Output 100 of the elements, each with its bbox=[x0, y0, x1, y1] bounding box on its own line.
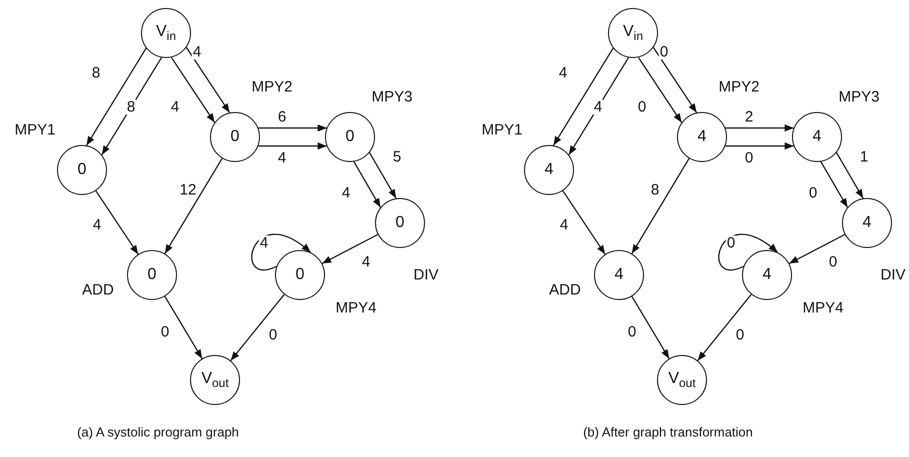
arrow bbox=[718, 234, 778, 270]
node-circle bbox=[677, 112, 727, 162]
arrow bbox=[631, 296, 670, 359]
edge-label: 4 bbox=[170, 100, 180, 114]
node-name: DIV bbox=[414, 266, 438, 284]
node-value: 4 bbox=[812, 129, 822, 145]
arrow bbox=[568, 57, 630, 156]
arrow bbox=[258, 142, 327, 150]
edge-label: 8 bbox=[90, 66, 102, 80]
node-circle bbox=[742, 250, 792, 300]
node-circle bbox=[127, 250, 177, 300]
node-circle bbox=[842, 198, 892, 248]
node-value: 4 bbox=[762, 267, 772, 283]
edge-label: 5 bbox=[392, 150, 402, 164]
figure-caption: (b) After graph transformation bbox=[583, 424, 753, 440]
node-circle bbox=[141, 8, 191, 58]
node-value: 4 bbox=[544, 162, 554, 178]
node-value: V$_{out}$ bbox=[668, 371, 696, 389]
edge-label: 4 bbox=[592, 100, 604, 114]
node-name: MPY4 bbox=[802, 300, 844, 316]
node-value: V$_{in}$ bbox=[622, 24, 643, 42]
node-circle bbox=[375, 198, 425, 248]
node-circle bbox=[275, 250, 325, 300]
node-name: MPY3 bbox=[372, 88, 412, 106]
edge-label: 2 bbox=[744, 110, 754, 124]
edge-label: 0 bbox=[726, 236, 736, 250]
edge-label: 4 bbox=[558, 218, 570, 232]
node-circle bbox=[792, 112, 842, 162]
node-value: V$_{out}$ bbox=[201, 371, 229, 389]
edge-label: 8 bbox=[126, 100, 136, 114]
edge-label: 0 bbox=[636, 100, 648, 114]
edge-label: 12 bbox=[178, 182, 198, 198]
figure-caption: (a) A systolic program graph bbox=[77, 424, 239, 440]
edge-label: 0 bbox=[744, 150, 754, 166]
node-value: 4 bbox=[698, 129, 706, 145]
edge-label: 4 bbox=[276, 150, 288, 166]
edge-label: 4 bbox=[360, 254, 372, 270]
arrow bbox=[697, 294, 752, 361]
node-value: 0 bbox=[346, 129, 354, 145]
edge-label: 4 bbox=[258, 236, 270, 250]
arrow bbox=[322, 234, 378, 264]
edge-label: 8 bbox=[650, 182, 660, 198]
node-circle bbox=[190, 355, 240, 405]
arrow bbox=[251, 234, 311, 270]
node-value: 0 bbox=[296, 267, 304, 283]
arrow bbox=[186, 47, 230, 113]
edge-label: 4 bbox=[558, 66, 568, 80]
arrow bbox=[95, 190, 139, 255]
arrow bbox=[258, 124, 327, 132]
node-value: 0 bbox=[148, 267, 156, 283]
arrow bbox=[353, 161, 382, 208]
arrow bbox=[101, 57, 162, 156]
arrow bbox=[230, 294, 285, 361]
arrow bbox=[652, 47, 698, 113]
arrow bbox=[164, 158, 223, 254]
node-circle bbox=[524, 145, 574, 195]
edge-label: 6 bbox=[276, 110, 288, 124]
arrow bbox=[552, 48, 614, 146]
arrow bbox=[562, 190, 606, 255]
arrow bbox=[725, 124, 794, 132]
node-name: ADD bbox=[82, 282, 114, 298]
edge-label: 0 bbox=[160, 324, 170, 340]
node-circle bbox=[57, 145, 107, 195]
edge-label: 0 bbox=[626, 324, 638, 340]
edge-label: 1 bbox=[858, 150, 870, 164]
node-name: MPY3 bbox=[838, 88, 880, 106]
arrow bbox=[836, 152, 864, 199]
edge-label: 4 bbox=[192, 44, 202, 60]
node-value: 4 bbox=[862, 215, 872, 231]
node-name: MPY1 bbox=[14, 122, 56, 138]
node-circle bbox=[210, 112, 260, 162]
edge-label: 0 bbox=[808, 186, 818, 200]
edge-label: 0 bbox=[658, 44, 670, 60]
arrow bbox=[164, 296, 203, 359]
edge-label: 0 bbox=[268, 328, 278, 342]
arrow bbox=[368, 152, 397, 199]
arrow bbox=[170, 57, 216, 123]
arrow bbox=[631, 158, 690, 254]
node-name: MPY2 bbox=[718, 78, 760, 96]
edge-label: 0 bbox=[734, 328, 746, 342]
node-circle bbox=[594, 250, 644, 300]
node-circle bbox=[657, 355, 707, 405]
edge-label: 4 bbox=[340, 186, 352, 200]
node-name: MPY1 bbox=[482, 122, 522, 138]
edge-label: 4 bbox=[92, 218, 102, 232]
arrow bbox=[86, 48, 147, 146]
node-value: 4 bbox=[614, 267, 624, 283]
arrow bbox=[788, 234, 846, 264]
edge-label: 0 bbox=[828, 254, 838, 270]
node-name: DIV bbox=[880, 266, 906, 284]
node-value: 0 bbox=[396, 215, 404, 231]
node-name: ADD bbox=[549, 282, 581, 298]
node-circle bbox=[325, 112, 375, 162]
arrow bbox=[820, 161, 848, 208]
arrow bbox=[638, 57, 682, 123]
node-name: MPY4 bbox=[336, 300, 376, 316]
node-value: 0 bbox=[230, 129, 240, 145]
arrow bbox=[725, 142, 794, 150]
node-value: 0 bbox=[78, 162, 86, 178]
node-value: V$_{in}$ bbox=[156, 24, 176, 42]
